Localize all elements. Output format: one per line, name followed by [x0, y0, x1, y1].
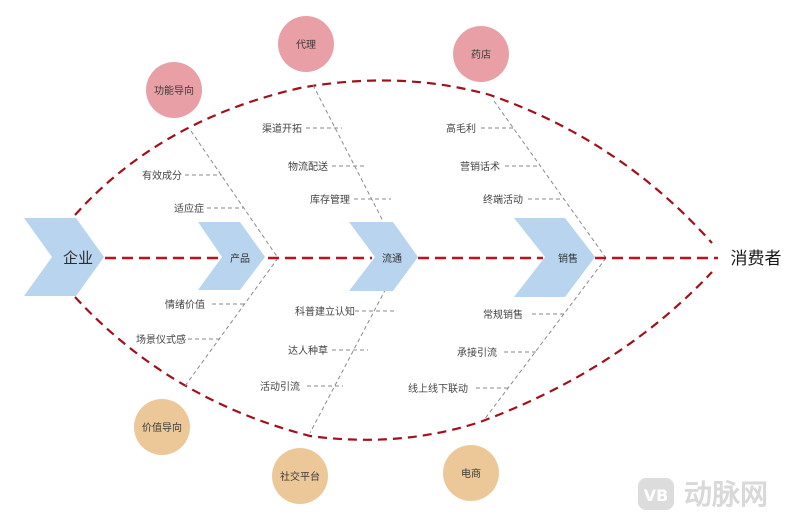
cause-label: 活动引流	[260, 380, 300, 393]
watermark-text: 动脉网	[684, 478, 768, 511]
cause-label: 线上线下联动	[408, 382, 468, 395]
cause-label: 物流配送	[288, 160, 328, 173]
category-value: 价值导向	[134, 399, 190, 455]
stage-label-product: 产品	[230, 252, 250, 265]
top-cause-labels: 有效成分 适应症 渠道开拓 物流配送 库存管理 高毛利 营销话术 终端活动	[142, 122, 523, 215]
top-arc	[74, 79, 713, 244]
svg-text:药店: 药店	[471, 48, 491, 61]
watermark-logo-text: VB	[644, 486, 669, 505]
svg-text:代理: 代理	[296, 39, 316, 51]
category-function: 功能导向	[146, 62, 202, 118]
cause-label: 高毛利	[446, 122, 476, 135]
cause-label: 达人种草	[288, 344, 328, 357]
cause-label: 库存管理	[310, 193, 350, 206]
cause-label: 营销话术	[460, 160, 500, 173]
cause-label: 承接引流	[457, 346, 497, 359]
svg-text:功能导向: 功能导向	[154, 84, 194, 97]
cause-label: 适应症	[174, 202, 204, 215]
cause-label: 科普建立认知	[295, 305, 355, 318]
effect-label: 消费者	[731, 249, 782, 269]
category-agency: 代理	[278, 16, 334, 72]
chevron-stage-3	[514, 218, 595, 297]
branch-lines	[184, 84, 607, 434]
cause-label: 有效成分	[142, 169, 182, 182]
bottom-arc	[74, 271, 713, 441]
bottom-cause-labels: 情绪价值 场景仪式感 科普建立认知 达人种草 活动引流 常规销售 承接引流 线上…	[136, 298, 523, 395]
cause-label: 终端活动	[483, 193, 523, 206]
watermark: VB 动脉网	[638, 478, 768, 511]
chevron-stage-1	[198, 222, 265, 290]
chevron-stage-2	[349, 222, 418, 291]
chevron-start	[24, 218, 104, 296]
cause-label: 渠道开拓	[262, 122, 302, 135]
category-social: 社交平台	[272, 448, 328, 504]
svg-text:电商: 电商	[461, 467, 481, 480]
svg-text:社交平台: 社交平台	[280, 470, 320, 483]
category-pharmacy: 药店	[453, 26, 509, 82]
stage-label-circulation: 流通	[382, 252, 402, 265]
stage-label-sales: 销售	[558, 252, 578, 265]
watermark-logo-icon	[638, 478, 674, 510]
category-ecommerce: 电商	[443, 445, 499, 501]
start-label: 企业	[63, 249, 93, 267]
svg-text:价值导向: 价值导向	[142, 421, 182, 434]
cause-label: 情绪价值	[165, 298, 205, 311]
cause-label: 场景仪式感	[136, 333, 186, 346]
cause-label: 常规销售	[483, 308, 523, 321]
